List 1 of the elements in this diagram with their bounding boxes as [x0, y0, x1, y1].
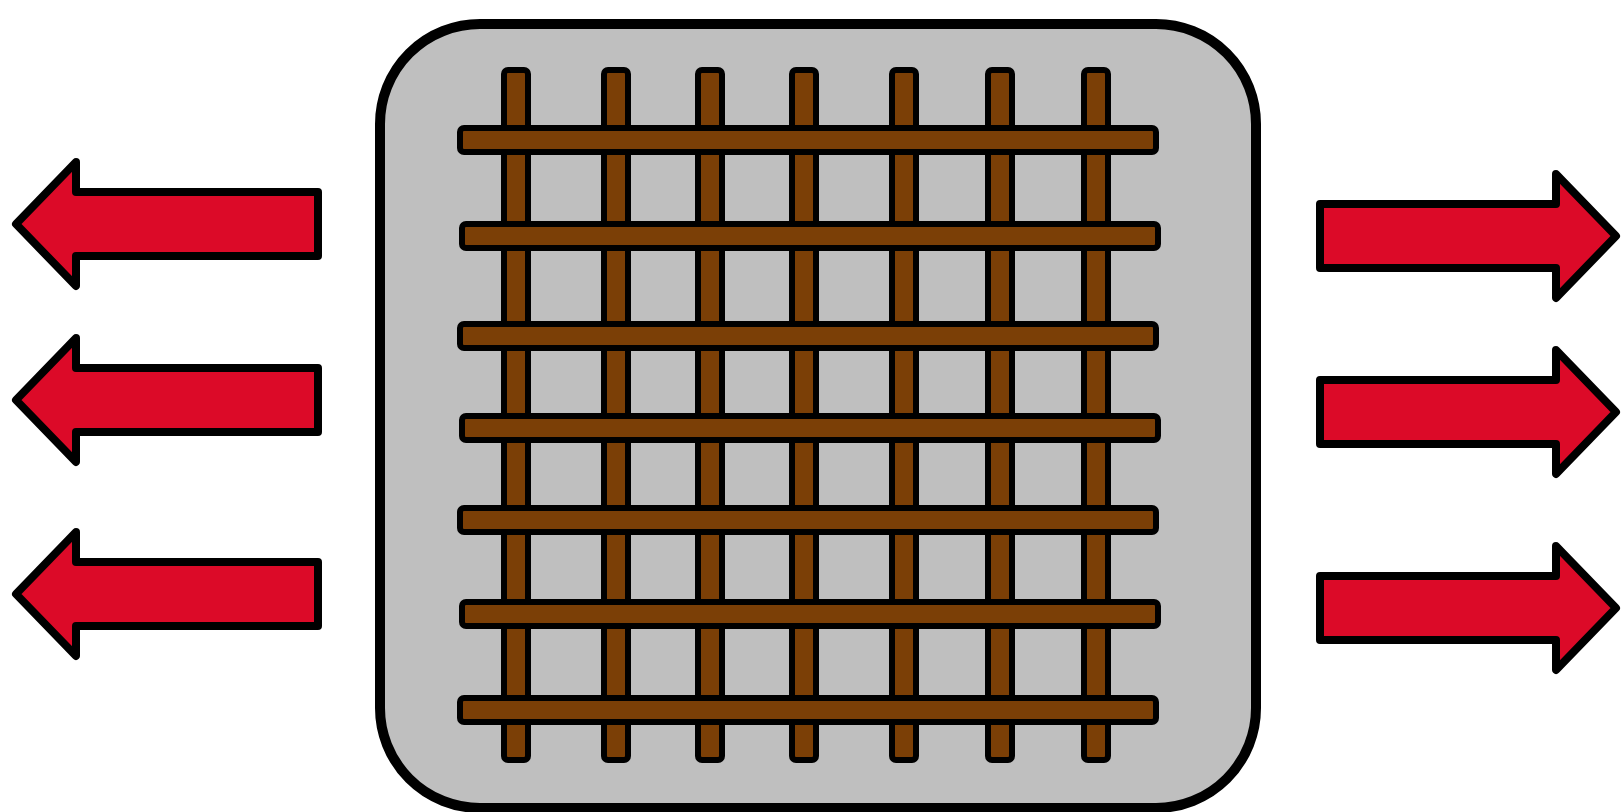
reinforced-slab-drawing [375, 19, 1261, 812]
